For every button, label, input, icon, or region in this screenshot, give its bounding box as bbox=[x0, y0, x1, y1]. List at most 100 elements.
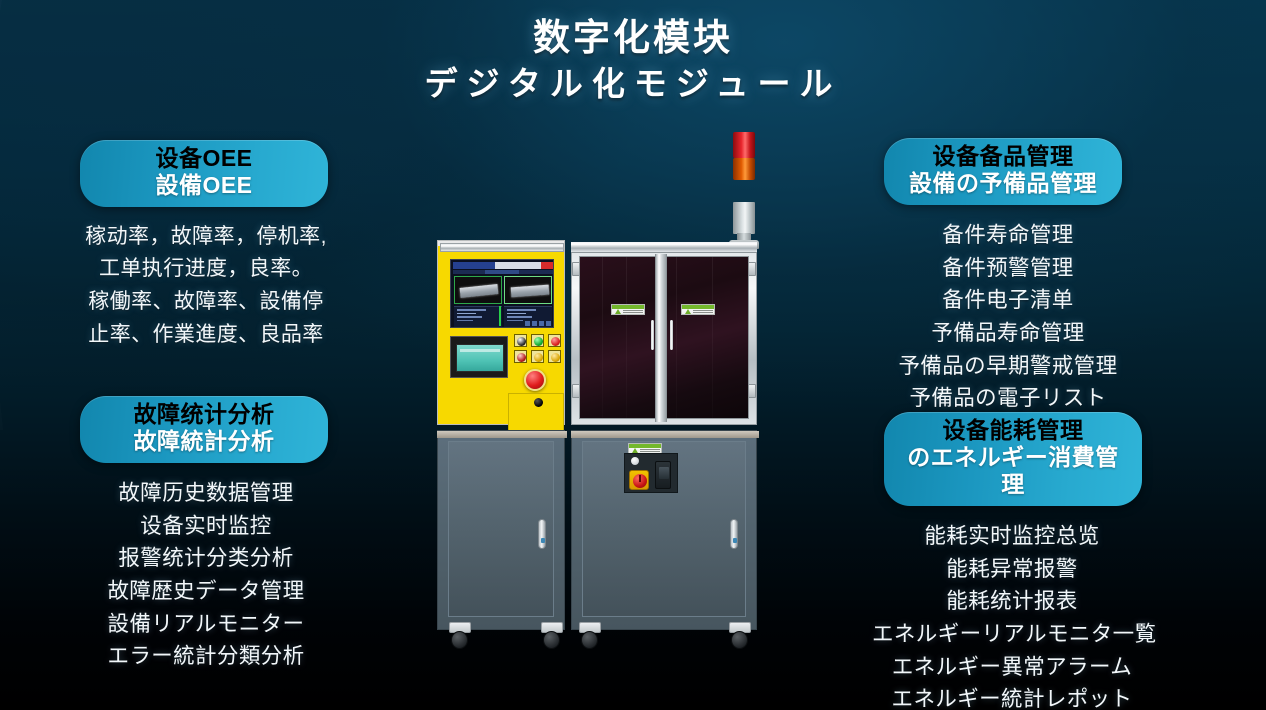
enclosure-hinge bbox=[572, 262, 580, 276]
enclosure-top-rail bbox=[571, 242, 757, 253]
list-item: 能耗统计报表 bbox=[946, 589, 1078, 614]
emergency-stop-button[interactable] bbox=[524, 369, 546, 391]
panel-fault-statistics-analysis: 故障统计分析 故障統計分析 故障历史数据管理 设备实时监控 报警统计分类分析 故… bbox=[62, 396, 350, 673]
hmi-button-row[interactable] bbox=[525, 321, 551, 326]
list-item: 设备实时监控 bbox=[140, 513, 272, 538]
enclosure-door-handle-left[interactable] bbox=[651, 320, 654, 350]
list-item: 予備品の早期警戒管理 bbox=[898, 353, 1118, 378]
power-indicator-lamp-icon bbox=[631, 457, 639, 465]
panel-header-chinese: 设备OEE bbox=[155, 145, 253, 171]
main-power-disconnect-switch[interactable] bbox=[629, 470, 649, 490]
list-item: 故障历史数据管理 bbox=[118, 480, 294, 505]
indicator-button-red[interactable] bbox=[548, 334, 561, 347]
indicator-button-amber[interactable] bbox=[531, 350, 544, 363]
list-item: 能耗异常报警 bbox=[946, 556, 1078, 581]
panel-header-equipment-spare-parts-management[interactable]: 设备备品管理 設備の予備品管理 bbox=[884, 138, 1122, 205]
hmi-vision-monitor[interactable] bbox=[450, 259, 554, 328]
stack-light-body bbox=[733, 202, 755, 234]
panel-header-chinese: 故障统计分析 bbox=[133, 401, 275, 427]
enclosure-hinge bbox=[748, 384, 756, 398]
panel-header-equipment-energy-consumption-management[interactable]: 设备能耗管理 のエネルギー消費管理 bbox=[884, 412, 1142, 506]
caster-wheel bbox=[449, 622, 471, 650]
enclosure-center-mullion bbox=[655, 254, 667, 422]
machine-enclosure bbox=[571, 242, 757, 425]
hmi-top-rail bbox=[440, 243, 564, 252]
panel-header-chinese: 设备能耗管理 bbox=[942, 417, 1084, 443]
electrical-control-box bbox=[624, 453, 678, 493]
panel-item-list: 备件寿命管理 备件预警管理 备件电子清单 予備品寿命管理 予備品の早期警戒管理 … bbox=[872, 219, 1144, 415]
caster-wheel bbox=[541, 622, 563, 650]
hmi-control-column bbox=[437, 240, 565, 431]
cabinet-door-left[interactable] bbox=[448, 441, 554, 617]
safety-warning-label bbox=[681, 304, 715, 315]
page-title-japanese: デジタル化モジュール bbox=[424, 65, 842, 103]
panel-item-list: 能耗实时监控总览 能耗异常报警 能耗统计报表 エネルギーリアルモニタ一覧 エネル… bbox=[872, 520, 1157, 710]
door-knob-icon bbox=[534, 398, 543, 407]
panel-item-list: 故障历史数据管理 设备实时监控 报警统计分类分析 故障歴史データ管理 設備リアル… bbox=[62, 477, 350, 673]
list-item: エラー統計分類分析 bbox=[107, 644, 305, 669]
status-ok-indicator bbox=[499, 306, 501, 326]
vision-view-right bbox=[504, 276, 552, 304]
panel-header-chinese: 设备备品管理 bbox=[932, 143, 1074, 169]
enclosure-hinge bbox=[748, 262, 756, 276]
panel-equipment-spare-parts-management: 设备备品管理 設備の予備品管理 备件寿命管理 备件预警管理 备件电子清单 予備品… bbox=[872, 138, 1144, 415]
panel-equipment-energy-consumption-management: 设备能耗管理 のエネルギー消費管理 能耗实时监控总览 能耗异常报警 能耗统计报表… bbox=[872, 412, 1157, 710]
stack-light-green-icon bbox=[733, 180, 755, 202]
indicator-button-green[interactable] bbox=[531, 334, 544, 347]
stack-light-red-icon bbox=[733, 132, 755, 158]
list-item: 备件预警管理 bbox=[942, 255, 1074, 280]
cabinet-handle-left[interactable] bbox=[538, 519, 546, 549]
operator-button-grid[interactable] bbox=[514, 334, 564, 366]
list-item: 予備品の電子リスト bbox=[909, 386, 1107, 411]
hmi-titlebar bbox=[453, 262, 553, 269]
list-item: 故障歴史データ管理 bbox=[107, 578, 305, 603]
list-item: 稼働率、故障率、設備停 bbox=[88, 289, 324, 313]
panel-header-japanese: 設備OEE bbox=[155, 171, 253, 198]
safety-warning-label bbox=[611, 304, 645, 315]
list-item: 备件电子清单 bbox=[942, 288, 1074, 313]
list-item: 报警统计分类分析 bbox=[118, 546, 294, 571]
panel-item-list: 稼动率，故障率，停机率, 工单执行进度，良率。 稼働率、故障率、設備停 止率、作… bbox=[62, 221, 350, 351]
panel-equipment-oee: 设备OEE 設備OEE 稼动率，故障率，停机率, 工单执行进度，良率。 稼働率、… bbox=[62, 140, 350, 351]
panel-header-equipment-oee[interactable]: 设备OEE 設備OEE bbox=[80, 140, 328, 207]
base-cabinet-right bbox=[571, 430, 759, 630]
indicator-button-black[interactable] bbox=[514, 334, 527, 347]
hmi-access-door[interactable] bbox=[508, 393, 564, 431]
enclosure-door-handle-right[interactable] bbox=[670, 320, 673, 350]
inspected-part-icon bbox=[510, 284, 550, 298]
industrial-inspection-machine-photo bbox=[433, 132, 793, 660]
panel-header-japanese: 設備の予備品管理 bbox=[909, 169, 1097, 196]
list-item: 工单执行进度，良率。 bbox=[99, 257, 313, 281]
list-item: 备件寿命管理 bbox=[942, 222, 1074, 247]
panel-header-japanese: 故障統計分析 bbox=[133, 427, 275, 454]
power-rocker-switch[interactable] bbox=[655, 461, 671, 489]
stack-light-base bbox=[737, 233, 751, 242]
panel-header-fault-statistics-analysis[interactable]: 故障统计分析 故障統計分析 bbox=[80, 396, 328, 463]
page-title: 数字化模块 デジタル化モジュール bbox=[0, 14, 1266, 106]
caster-wheel bbox=[579, 622, 601, 650]
list-item: 能耗实时监控总览 bbox=[924, 524, 1100, 548]
hmi-touch-lcd bbox=[456, 344, 504, 372]
list-item: 設備リアルモニター bbox=[107, 611, 305, 636]
hmi-toolbar bbox=[453, 270, 553, 274]
list-item: エネルギー統計レポット bbox=[891, 687, 1133, 710]
page-title-chinese: 数字化模块 bbox=[533, 17, 733, 58]
vision-data-left bbox=[454, 306, 502, 327]
machine-upper-section bbox=[433, 240, 793, 431]
panel-header-japanese: のエネルギー消費管理 bbox=[907, 443, 1119, 497]
list-item: 止率、作業進度、良品率 bbox=[88, 322, 324, 346]
cabinet-handle-right[interactable] bbox=[730, 519, 738, 549]
inspected-part-icon bbox=[459, 284, 499, 298]
vision-view-left bbox=[454, 276, 502, 304]
list-item: エネルギーリアルモニタ一覧 bbox=[872, 622, 1157, 647]
list-item: エネルギー異常アラーム bbox=[891, 654, 1133, 679]
machine-base-cabinets bbox=[433, 422, 793, 660]
base-cabinet-left bbox=[437, 430, 567, 630]
list-item: 稼动率，故障率，停机率, bbox=[85, 224, 327, 248]
hmi-touch-panel[interactable] bbox=[450, 336, 508, 378]
indicator-button-red-2[interactable] bbox=[514, 350, 527, 363]
indicator-button-amber-2[interactable] bbox=[548, 350, 561, 363]
caster-wheel bbox=[729, 622, 751, 650]
list-item: 予備品寿命管理 bbox=[931, 320, 1085, 345]
